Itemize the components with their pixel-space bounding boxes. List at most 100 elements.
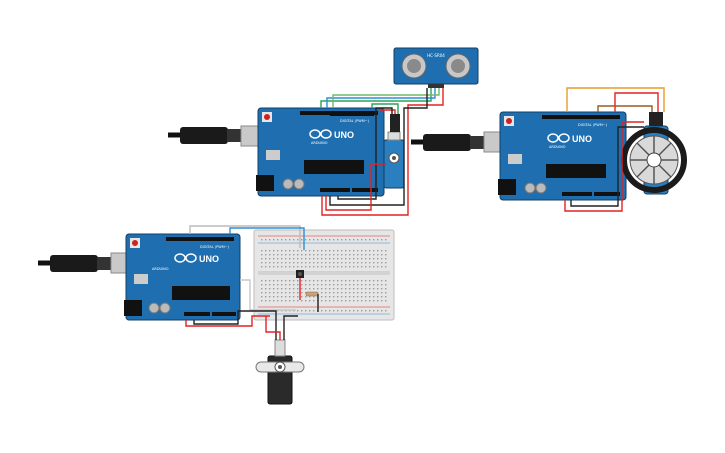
breadboard-hole [381,310,383,312]
breadboard-hole [313,288,315,290]
breadboard-hole [277,288,279,290]
breadboard-hole [381,292,383,294]
breadboard-hole [309,300,311,302]
breadboard-hole [333,254,335,256]
breadboard-hole [301,254,303,256]
breadboard-hole [313,254,315,256]
breadboard-hole [297,250,299,252]
breadboard-hole [265,266,267,268]
breadboard-hole [345,292,347,294]
breadboard-hole [329,258,331,260]
board-2-wires [564,87,665,212]
breadboard-hole [305,239,307,241]
breadboard-hole [365,254,367,256]
breadboard-hole [269,266,271,268]
breadboard-hole [301,292,303,294]
breadboard-hole [285,288,287,290]
breadboard[interactable] [253,229,395,321]
breadboard-hole [353,262,355,264]
breadboard-hole [333,288,335,290]
breadboard-hole [281,258,283,260]
servo-motor-2[interactable] [255,339,305,405]
breadboard-hole [337,239,339,241]
breadboard-hole [381,254,383,256]
breadboard-hole [337,288,339,290]
breadboard-hole [273,258,275,260]
breadboard-hole [273,239,275,241]
breadboard-hole [321,258,323,260]
breadboard-hole [349,310,351,312]
servo-motor-1[interactable] [383,114,405,189]
breadboard-hole [273,262,275,264]
breadboard-hole [341,280,343,282]
breadboard-hole [305,288,307,290]
breadboard-hole [321,292,323,294]
breadboard-hole [353,284,355,286]
breadboard-hole [269,288,271,290]
breadboard-hole [317,250,319,252]
breadboard-hole [305,254,307,256]
board-1-wires [320,88,444,216]
breadboard-hole [321,288,323,290]
breadboard-hole [277,284,279,286]
breadboard-hole [329,250,331,252]
breadboard-hole [381,262,383,264]
breadboard-hole [317,280,319,282]
breadboard-hole [349,280,351,282]
breadboard-hole [277,280,279,282]
breadboard-hole [277,292,279,294]
breadboard-hole [309,250,311,252]
breadboard-hole [269,262,271,264]
breadboard-hole [353,310,355,312]
arduino-board-3[interactable]: DIGITAL (PWM~) UNO ARDUINO [124,233,241,321]
breadboard-hole [261,262,263,264]
breadboard-hole [337,296,339,298]
arduino-board-2[interactable]: DIGITAL (PWM~) UNO ARDUINO [498,111,627,201]
breadboard-hole [381,300,383,302]
breadboard-hole [321,254,323,256]
breadboard-hole [281,254,283,256]
breadboard-hole [381,280,383,282]
breadboard-hole [337,254,339,256]
breadboard-hole [377,296,379,298]
breadboard-hole [361,300,363,302]
arduino-board-1[interactable]: DIGITAL (PWM~) UNO ARDUINO [256,107,385,197]
breadboard-hole [321,310,323,312]
board-2-model: UNO [572,134,592,144]
breadboard-hole [261,288,263,290]
breadboard-hole [357,310,359,312]
breadboard-hole [305,310,307,312]
breadboard-hole [325,284,327,286]
breadboard-hole [321,239,323,241]
breadboard-hole [385,296,387,298]
sensor-label: HC-SR04 [427,53,445,58]
breadboard-hole [385,254,387,256]
board-1-model: UNO [334,130,354,140]
breadboard-hole [385,300,387,302]
breadboard-hole [333,239,335,241]
breadboard-hole [357,280,359,282]
breadboard-hole [289,296,291,298]
usb-cable-1 [168,125,272,147]
breadboard-hole [297,300,299,302]
usb-cable-2 [411,131,515,153]
breadboard-hole [285,254,287,256]
breadboard-hole [361,266,363,268]
breadboard-hole [289,284,291,286]
breadboard-hole [369,266,371,268]
breadboard-hole [289,258,291,260]
breadboard-hole [349,239,351,241]
ultrasonic-sensor[interactable]: HC-SR04 [393,47,479,88]
breadboard-hole [357,300,359,302]
breadboard-hole [313,258,315,260]
breadboard-hole [325,262,327,264]
breadboard-hole [385,284,387,286]
breadboard-hole [261,300,263,302]
breadboard-hole [277,258,279,260]
breadboard-hole [385,280,387,282]
breadboard-hole [357,288,359,290]
breadboard-hole [385,292,387,294]
breadboard-hole [333,250,335,252]
breadboard-hole [285,300,287,302]
wheel-servo[interactable] [621,112,687,195]
